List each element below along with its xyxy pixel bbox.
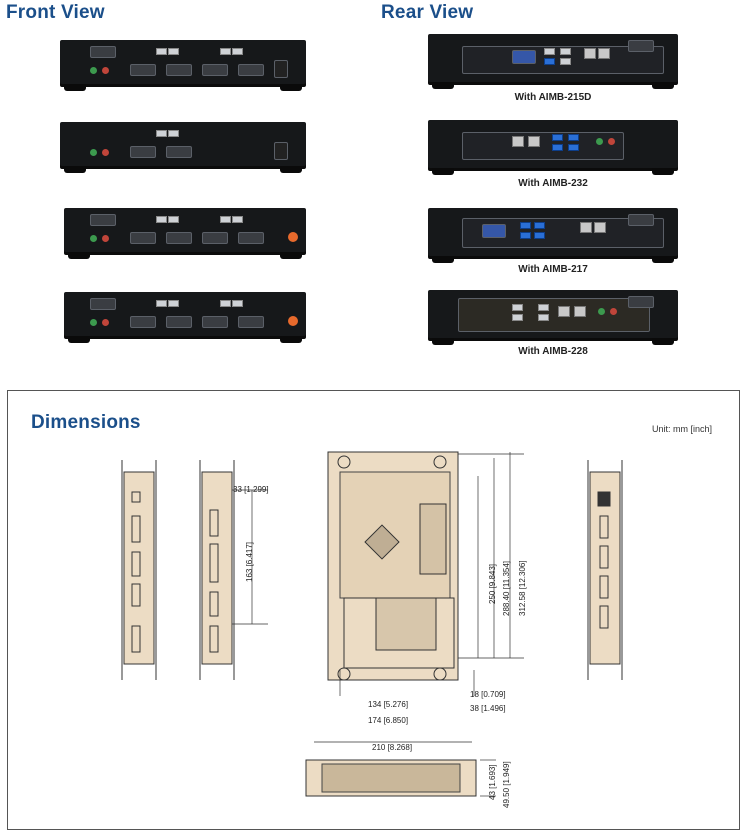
dim-18: 18 [0.709]: [470, 690, 506, 699]
side-drawing-left-1: [121, 460, 157, 680]
side-drawing-right: [587, 460, 623, 680]
unit-label: Unit: mm [inch]: [652, 424, 713, 434]
dim-250: 250 [9.843]: [488, 563, 497, 604]
dim-312: 312.58 [12.306]: [518, 560, 527, 616]
front-drawing-bottom: [305, 741, 496, 797]
dim-288: 288.40 [11.354]: [502, 560, 511, 616]
dim-134: 134 [5.276]: [368, 700, 409, 709]
side-drawing-left-2: [199, 460, 235, 680]
front-device-2: [60, 122, 306, 173]
dim-38: 38 [1.496]: [470, 704, 506, 713]
caption-aimb-217: With AIMB-217: [518, 264, 588, 275]
dim-210: 210 [8.268]: [372, 743, 413, 752]
caption-aimb-232: With AIMB-232: [518, 178, 588, 189]
rear-device-aimb-215d: [428, 34, 678, 89]
front-device-1: [60, 40, 306, 91]
rear-view-heading: Rear View: [381, 2, 474, 23]
dimensions-frame: [7, 390, 740, 830]
rear-device-aimb-232: [428, 120, 678, 175]
caption-aimb-228: With AIMB-228: [518, 346, 588, 357]
dimensions-heading: Dimensions: [31, 412, 141, 433]
rear-device-aimb-217: [428, 208, 678, 263]
dim-174: 174 [6.850]: [368, 716, 409, 725]
dim-495: 49.50 [1.949]: [502, 761, 511, 808]
caption-aimb-215d: With AIMB-215D: [514, 92, 592, 103]
front-device-4: [64, 292, 306, 343]
front-view-heading: Front View: [6, 2, 105, 23]
dim-lines-left: [232, 489, 268, 625]
main-board-drawing: [327, 451, 524, 696]
dim-43: 43 [1.693]: [488, 764, 497, 800]
dim-33: 33 [1.299]: [233, 485, 269, 494]
rear-device-aimb-228: [428, 290, 678, 345]
front-device-3: [64, 208, 306, 259]
dim-163: 163 [6.417]: [245, 541, 254, 582]
